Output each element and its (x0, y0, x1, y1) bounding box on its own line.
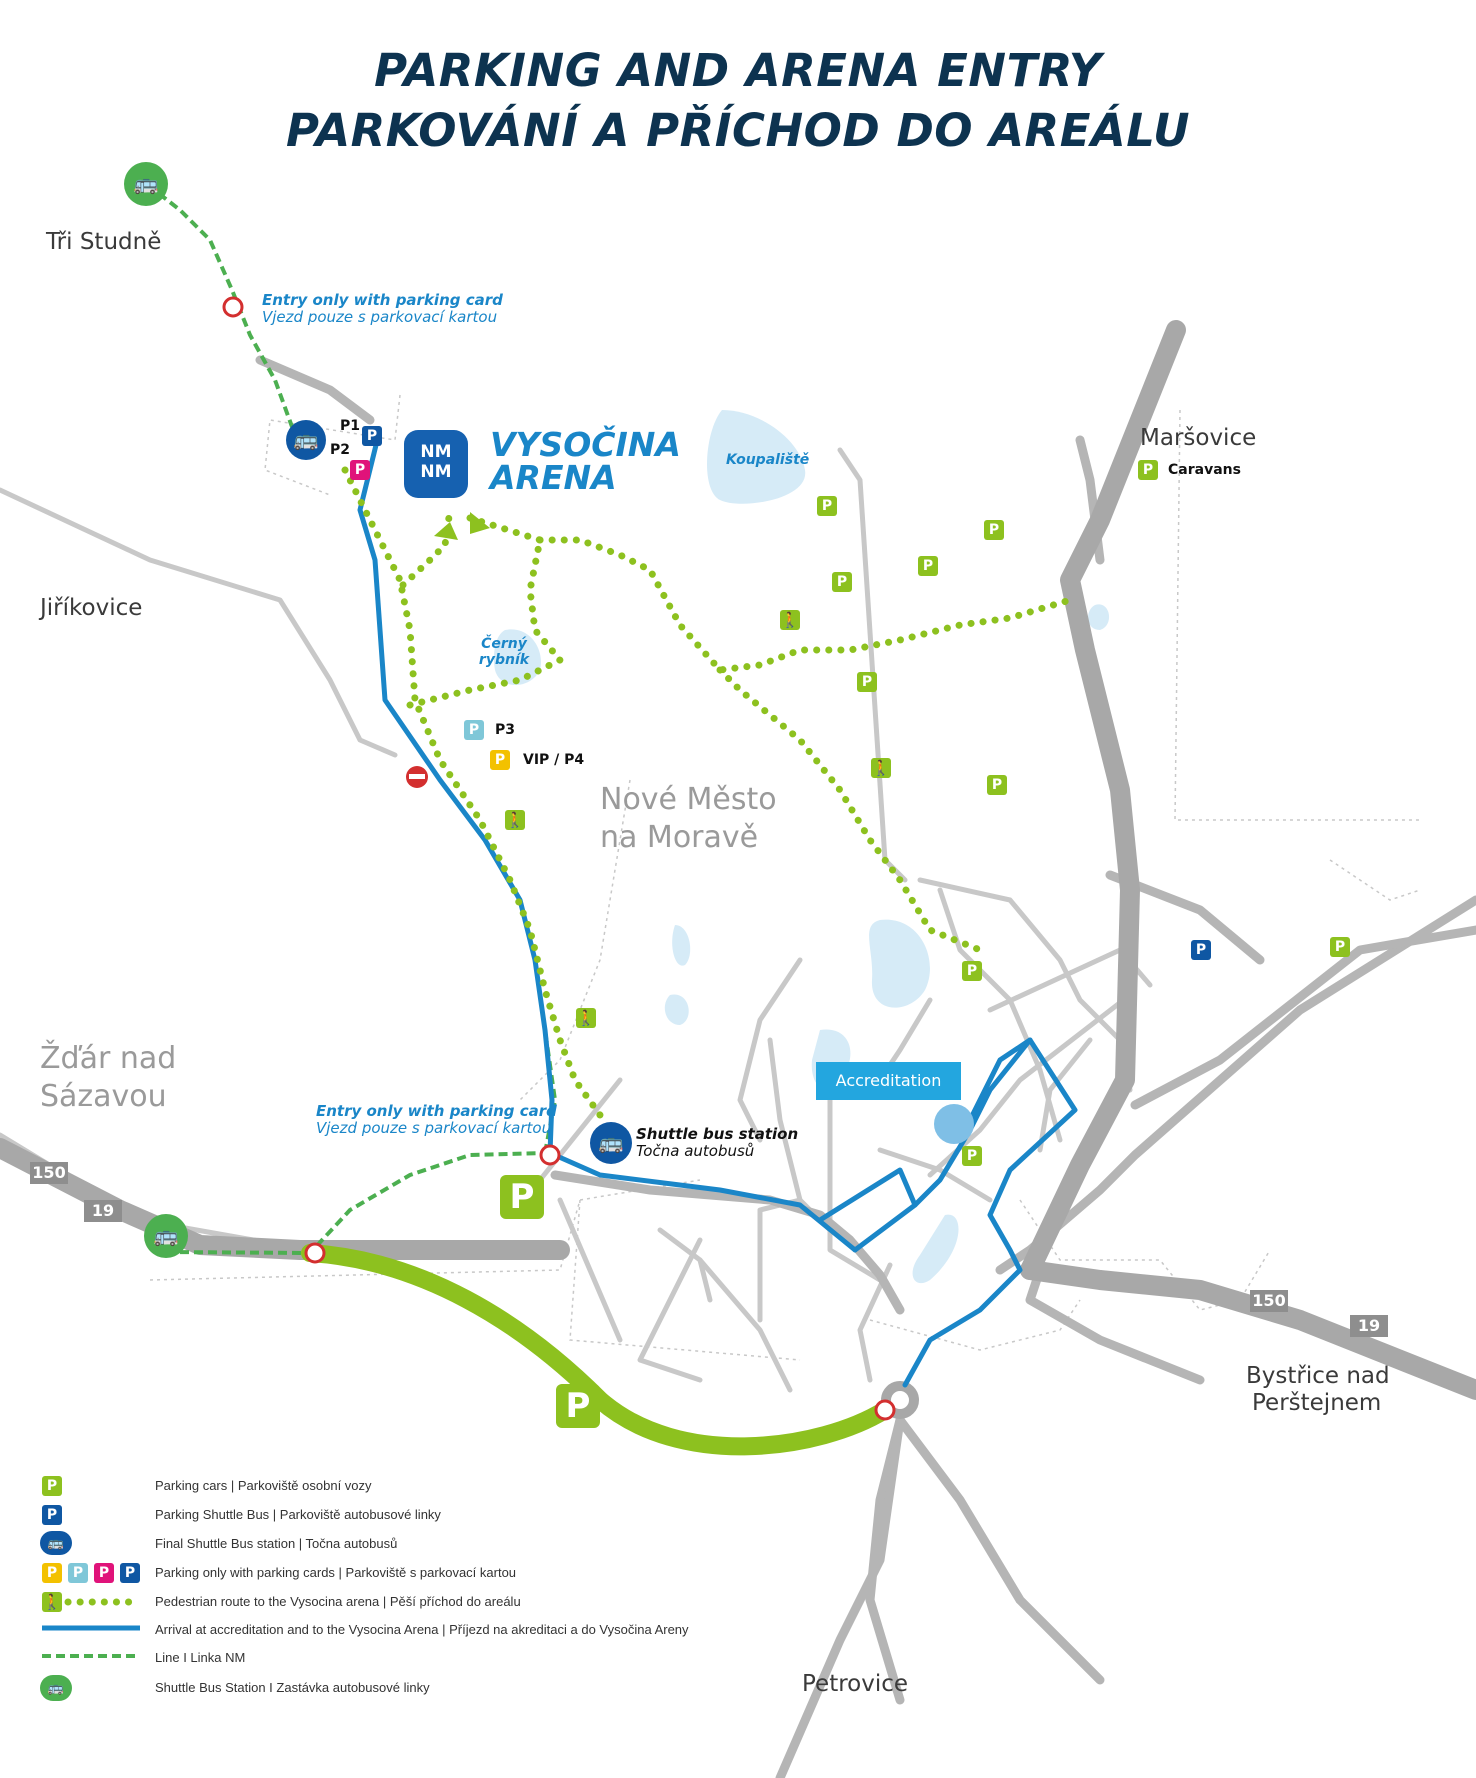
road-shield-150-east: 150 (1250, 1290, 1288, 1312)
legend-parking-shuttle-icon: P (42, 1505, 62, 1525)
parking-caravans-icon: P (1138, 460, 1158, 480)
legend-pedestrian-line (64, 1598, 144, 1606)
parking-p2-icon: P (350, 460, 370, 480)
place-bystrice-1: Bystřice nad (1246, 1363, 1390, 1389)
arena-name: VYSOČINA ARENA (490, 428, 681, 494)
legend-item-3: Final Shuttle Bus station | Točna autobu… (155, 1536, 398, 1551)
final-bus-station-icon-south: 🚌 (590, 1122, 632, 1164)
arena-name-line2: ARENA (490, 458, 617, 497)
place-zdar: Žďár nad Sázavou (40, 1041, 177, 1114)
legend-item-7: Line I Linka NM (155, 1650, 246, 1665)
boundaries (149, 394, 1421, 1361)
parking-cars-icon: P (962, 1146, 982, 1166)
shuttle-stop-icon-west: 🚌 (144, 1214, 188, 1258)
label-vip: VIP / P4 (523, 752, 585, 768)
shuttle-stop-icon-north: 🚌 (124, 162, 168, 206)
legend-parking-pink-icon: P (94, 1563, 114, 1583)
legend-final-bus-station-icon: 🚌 (40, 1531, 72, 1555)
parking-cars-large-icon: P (500, 1175, 544, 1219)
legend-line-nm (42, 1654, 140, 1658)
place-tri-studne: Tři Studně (46, 229, 162, 255)
accreditation-icon (934, 1104, 974, 1144)
title-cz: PARKOVÁNÍ A PŘÍCHOD DO AREÁLU (285, 104, 1191, 157)
parking-p1-icon: P (362, 426, 382, 446)
entry-note-south-cz: Vjezd pouze s parkovací kartou (316, 1119, 552, 1137)
pedestrian-icon: 🚶 (576, 1008, 596, 1028)
place-bystrice-2: Perštejnem (1252, 1390, 1382, 1416)
route-arrows (434, 512, 490, 540)
final-bus-station-icon-north: 🚌 (286, 420, 326, 460)
parking-cars-icon: P (918, 556, 938, 576)
legend-parking-cyan-icon: P (68, 1563, 88, 1583)
legend-parking-blue-icon: P (120, 1563, 140, 1583)
parking-cars-icon: P (987, 775, 1007, 795)
pedestrian-icon: 🚶 (505, 810, 525, 830)
pedestrian-icon: 🚶 (780, 610, 800, 630)
accreditation-label: Accreditation (816, 1062, 961, 1100)
place-petrovice: Petrovice (802, 1671, 909, 1697)
legend-arrival-line (42, 1625, 140, 1631)
parking-cars-icon: P (962, 961, 982, 981)
arena-logo-icon: NM NM (404, 430, 468, 498)
legend-item-8: Shuttle Bus Station I Zastávka autobusov… (155, 1680, 430, 1695)
entry-note-north-cz: Vjezd pouze s parkovací kartou (262, 308, 498, 326)
road-shield-19-west: 19 (84, 1200, 122, 1222)
parking-cars-icon: P (1330, 937, 1350, 957)
parking-cars-large-icon: P (556, 1384, 600, 1428)
label-p3: P3 (495, 722, 516, 738)
legend-item-5: Pedestrian route to the Vysocina arena |… (155, 1594, 521, 1609)
legend-item-1: Parking cars | Parkoviště osobní vozy (155, 1478, 372, 1493)
label-p2: P2 (330, 442, 351, 458)
pedestrian-icon: 🚶 (871, 758, 891, 778)
label-koupaliste: Koupaliště (726, 452, 810, 468)
shuttle-station-en: Shuttle bus station (636, 1125, 799, 1143)
legend-shuttle-stop-icon: 🚌 (40, 1675, 72, 1701)
legend-item-6: Arrival at accreditation and to the Vyso… (155, 1622, 689, 1637)
place-jirikovice: Jiříkovice (40, 595, 143, 621)
road-shield-150-west: 150 (30, 1162, 68, 1184)
legend-parking-cars-icon: P (42, 1476, 62, 1496)
legend-pedestrian-icon: 🚶 (42, 1592, 62, 1612)
parking-cars-icon: P (817, 496, 837, 516)
label-p1: P1 (340, 418, 361, 434)
label-cerny-rybnik: Černý rybník (478, 636, 530, 668)
shuttle-station-label: Shuttle bus station Točna autobusů (636, 1126, 798, 1160)
road-shield-19-east: 19 (1350, 1315, 1388, 1337)
place-marsovice: Maršovice (1140, 425, 1257, 451)
title-en: PARKING AND ARENA ENTRY (374, 44, 1102, 97)
main-roads (255, 355, 1476, 1778)
water-bodies (493, 410, 1110, 1284)
restriction-points (222, 296, 896, 1421)
legend-parking-yellow-icon: P (42, 1563, 62, 1583)
arena-name-line1: VYSOČINA (490, 425, 681, 464)
place-nove-mesto: Nové Město na Moravě (600, 782, 777, 855)
parking-p3-icon: P (464, 720, 484, 740)
highways (0, 320, 1476, 1400)
entry-note-south: Entry only with parking card Vjezd pouze… (316, 1103, 557, 1137)
shuttle-station-cz: Točna autobusů (636, 1142, 755, 1160)
label-caravans: Caravans (1168, 462, 1241, 478)
outer-parking-road (301, 1244, 894, 1456)
legend-item-2: Parking Shuttle Bus | Parkoviště autobus… (155, 1507, 441, 1522)
parking-cars-icon: P (984, 520, 1004, 540)
parking-shuttle-icon: P (1191, 940, 1211, 960)
parking-cars-icon: P (832, 572, 852, 592)
parking-cars-icon: P (857, 672, 877, 692)
entry-note-south-en: Entry only with parking card (316, 1102, 557, 1120)
parking-vip-icon: P (490, 750, 510, 770)
entry-note-north: Entry only with parking card Vjezd pouze… (262, 292, 503, 326)
entry-note-north-en: Entry only with parking card (262, 291, 503, 309)
legend-item-4: Parking only with parking cards | Parkov… (155, 1565, 517, 1580)
